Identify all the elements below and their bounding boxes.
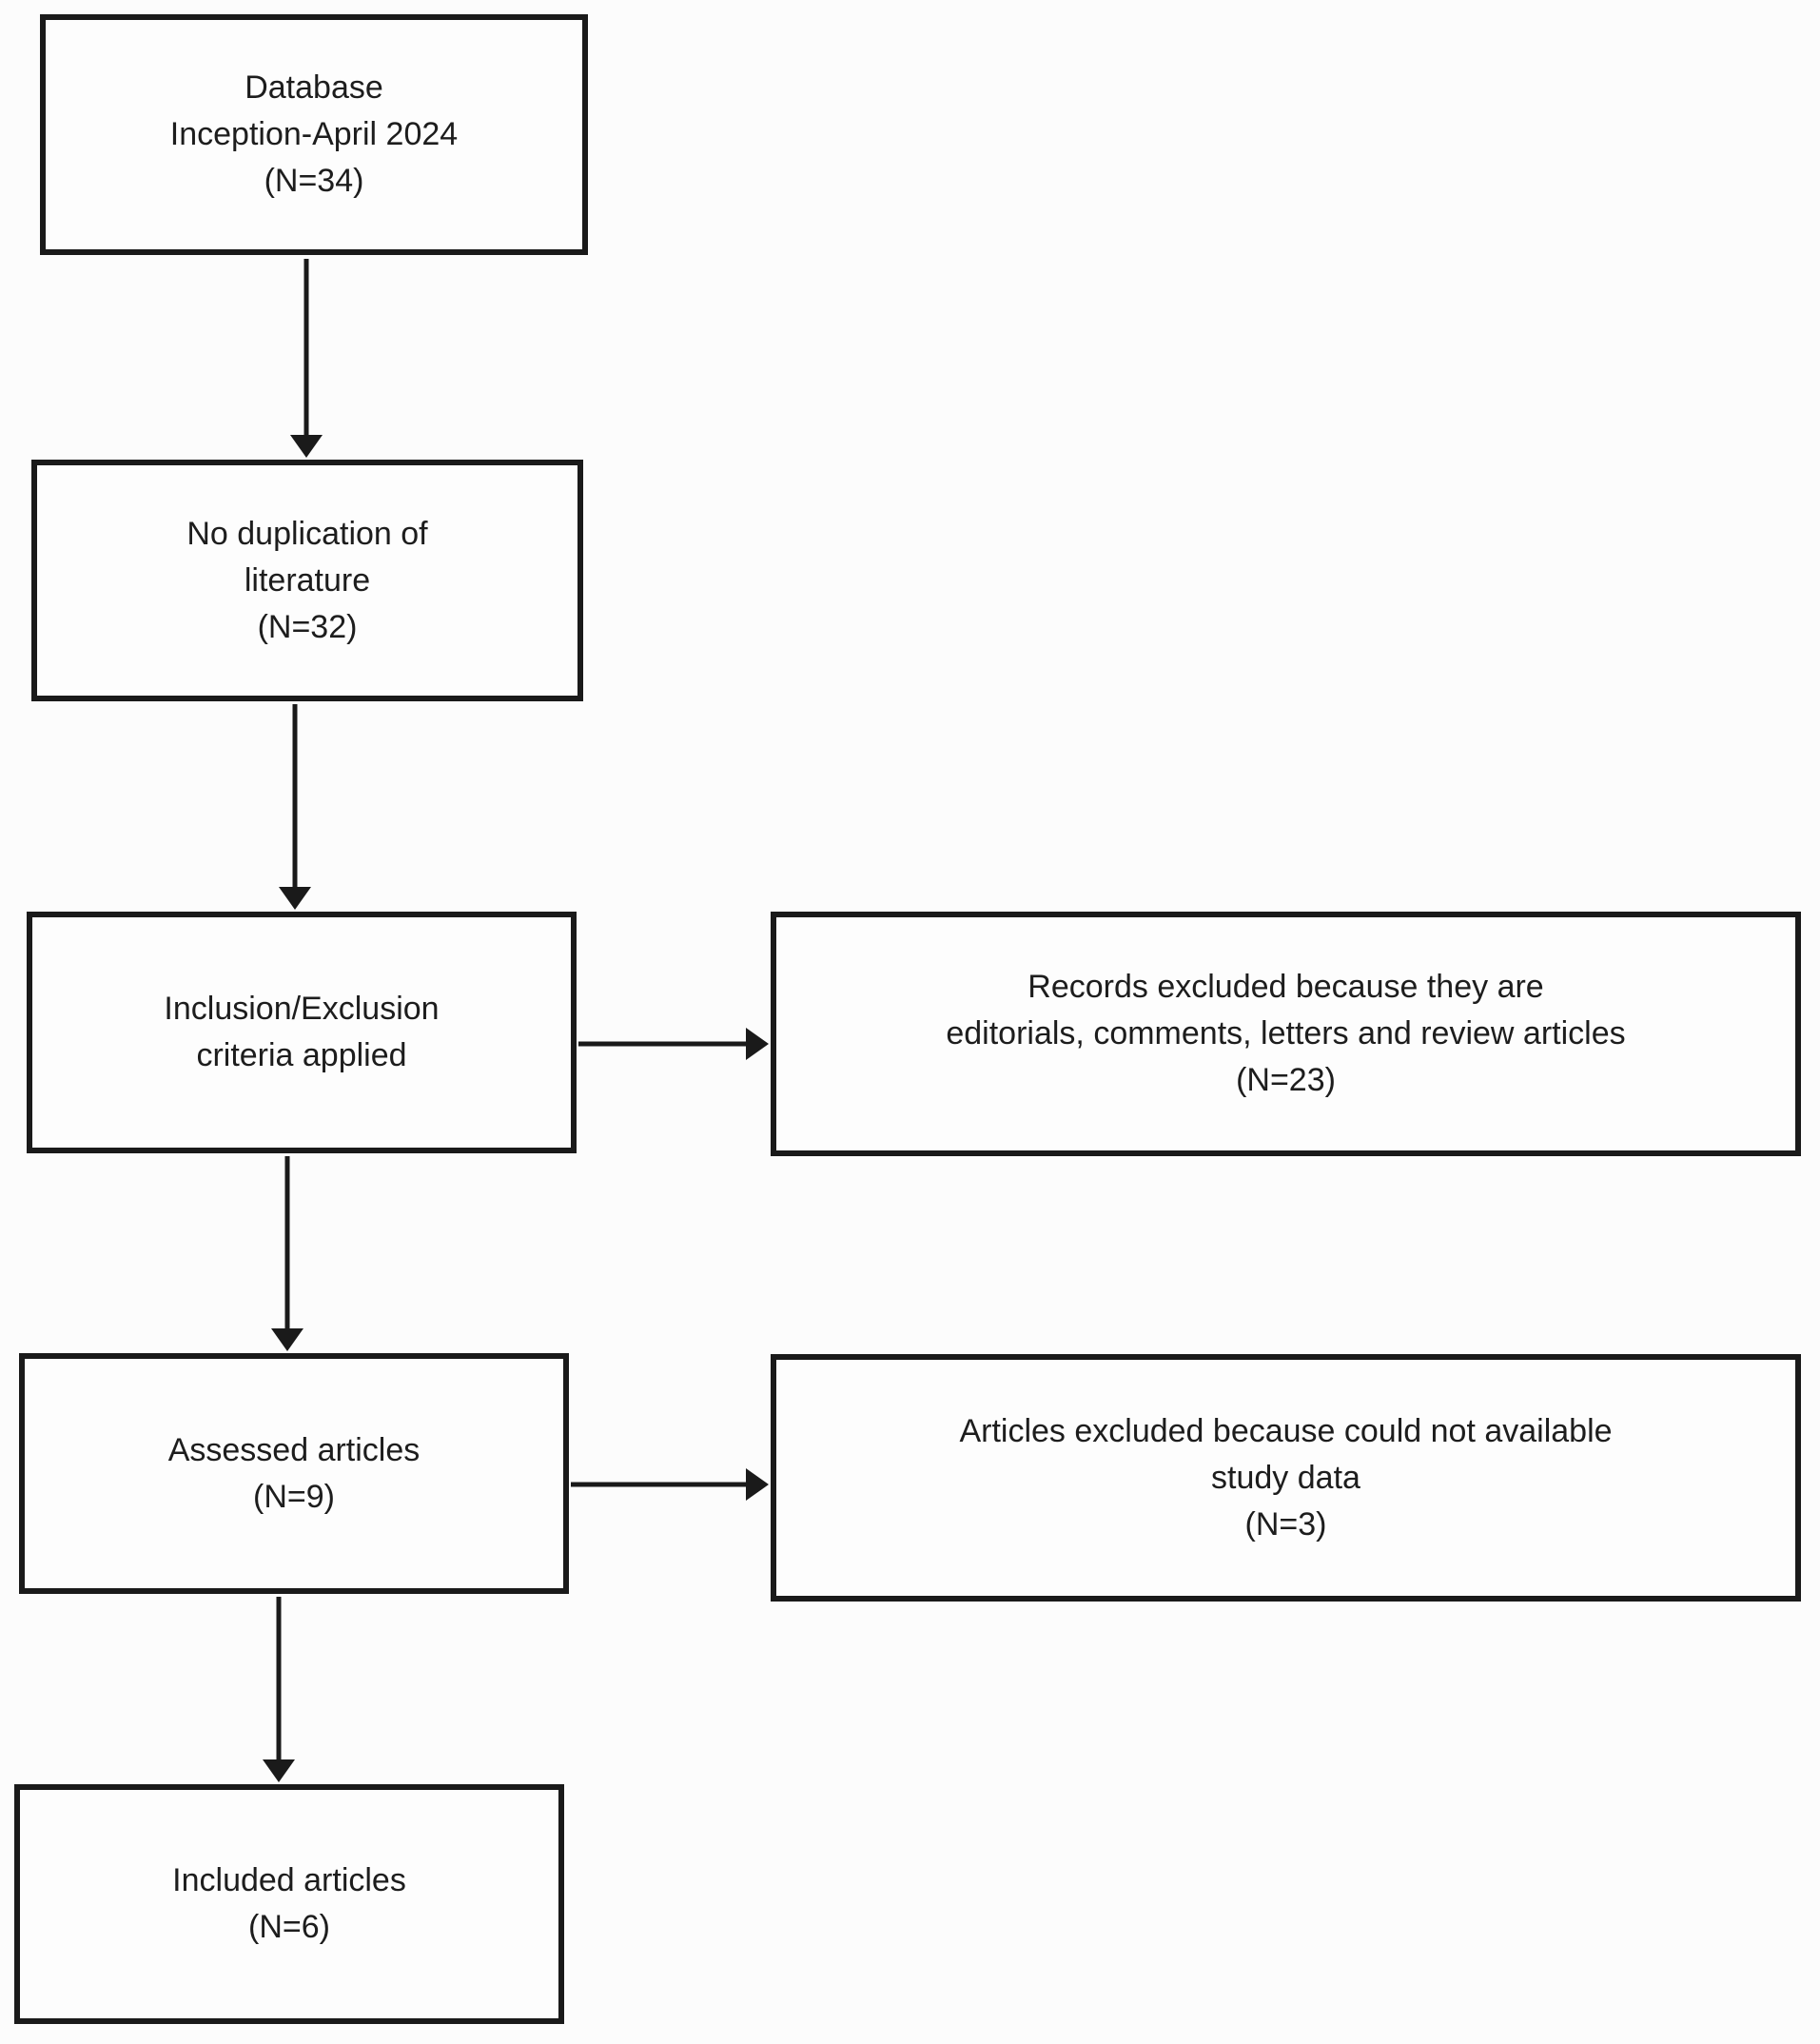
flow-box-text-line: No duplication of [186, 515, 428, 552]
flow-box-text-line: (N=32) [257, 608, 358, 645]
arrow-assessed-to-articles-excluded-icon [571, 1468, 769, 1501]
flow-box-included: Included articles (N=6) [14, 1784, 564, 2024]
arrow-shaft [571, 1482, 750, 1487]
flow-box-text-line: Records excluded because they are [1027, 969, 1544, 1005]
flow-box-text-line: editorials, comments, letters and review… [946, 1015, 1626, 1051]
flow-box-no-duplication: No duplication of literature (N=32) [31, 460, 583, 701]
arrow-shaft [303, 259, 309, 439]
flow-box-text-line: study data [1211, 1459, 1360, 1496]
arrow-shaft [578, 1041, 750, 1047]
flow-box-assessed: Assessed articles (N=9) [19, 1353, 569, 1594]
arrow-head-down-icon [263, 1759, 295, 1782]
flow-box-database: Database Inception-April 2024 (N=34) [40, 14, 588, 255]
arrow-database-to-no-duplication-icon [290, 259, 323, 458]
flow-box-text-line: Inclusion/Exclusion [164, 991, 440, 1027]
arrow-shaft [292, 704, 298, 891]
flow-box-text-line: (N=9) [253, 1478, 335, 1515]
arrow-criteria-to-records-excluded-icon [578, 1028, 769, 1060]
flow-box-articles-excluded: Articles excluded because could not avai… [771, 1354, 1801, 1602]
arrow-head-right-icon [746, 1468, 769, 1501]
arrow-assessed-to-included-icon [263, 1597, 295, 1782]
flow-box-records-excluded: Records excluded because they are editor… [771, 912, 1801, 1156]
flow-box-text-line: (N=6) [248, 1909, 330, 1945]
flow-box-text-line: criteria applied [196, 1037, 407, 1073]
flow-box-text-line: (N=34) [264, 163, 364, 199]
arrow-no-duplication-to-criteria-icon [279, 704, 311, 910]
arrow-shaft [284, 1156, 290, 1332]
flow-box-text-line: (N=3) [1244, 1505, 1327, 1543]
arrow-head-right-icon [746, 1028, 769, 1060]
arrow-shaft [276, 1597, 282, 1763]
arrow-head-down-icon [290, 435, 323, 458]
arrow-head-down-icon [279, 887, 311, 910]
flow-box-text-line: Assessed articles [167, 1431, 421, 1468]
flow-box-text-line: Inception-April 2024 [169, 116, 459, 152]
flow-box-text-line: (N=23) [1236, 1062, 1336, 1098]
flow-box-text-line: Included articles [172, 1862, 406, 1898]
flow-box-text-line: literature [244, 561, 371, 599]
flow-box-text-line: Database [245, 69, 383, 106]
flow-box-text-line: Articles excluded because could not avai… [959, 1412, 1613, 1449]
arrow-head-down-icon [271, 1328, 303, 1351]
arrow-criteria-to-assessed-icon [271, 1156, 303, 1351]
flow-box-criteria: Inclusion/Exclusion criteria applied [27, 912, 577, 1153]
